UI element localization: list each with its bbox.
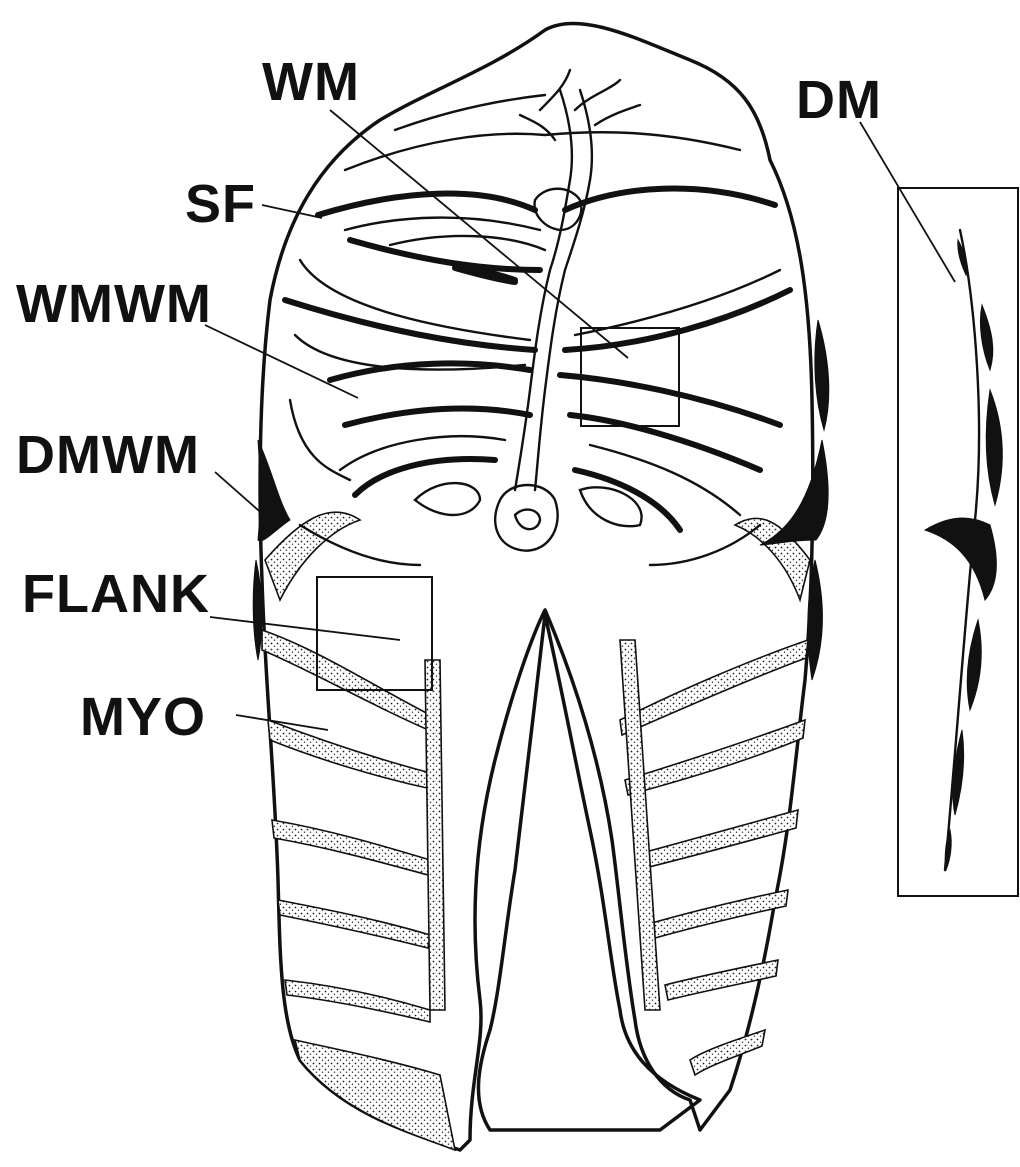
label-dmwm: DMWM xyxy=(16,425,200,485)
label-myo: MYO xyxy=(80,687,206,747)
dm-inset-septum xyxy=(925,230,1002,870)
loop-left xyxy=(415,483,480,515)
label-dm: DM xyxy=(796,70,882,130)
label-sf: SF xyxy=(185,174,256,234)
leader-wmwm xyxy=(205,325,358,398)
leader-dm xyxy=(860,122,955,282)
dark-muscle-right xyxy=(760,320,829,680)
neural-spine-branches xyxy=(520,70,640,140)
label-wm: WM xyxy=(262,52,360,112)
vertebra-cap xyxy=(535,189,582,230)
leader-flank xyxy=(210,617,400,640)
spinal-column-right xyxy=(535,90,592,490)
leader-wm xyxy=(330,110,628,358)
vertebra xyxy=(495,485,557,551)
myocommata-right xyxy=(620,518,810,1075)
body-cavity xyxy=(478,615,700,1130)
label-wmwm: WMWM xyxy=(16,274,212,334)
myocommata-left xyxy=(262,512,455,1150)
leader-sf xyxy=(262,205,322,218)
spinal-column xyxy=(515,90,572,490)
label-flank: FLANK xyxy=(22,564,210,624)
vertebra-inner xyxy=(515,510,540,530)
